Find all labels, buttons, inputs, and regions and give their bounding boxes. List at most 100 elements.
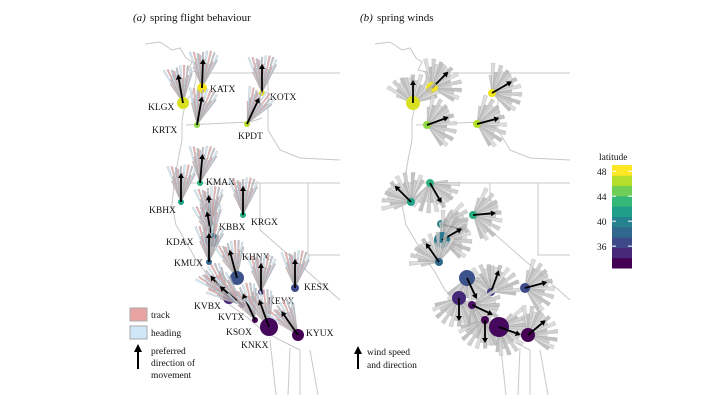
colorbar-segment	[612, 165, 632, 176]
preferred-direction-arrow	[258, 263, 264, 292]
wind-arrow	[491, 81, 512, 94]
panel-a-title: (a) spring flight behaviour	[133, 12, 251, 24]
map-boundary	[269, 339, 277, 396]
station-label: KESX	[304, 283, 329, 293]
wind-station-kesx	[520, 258, 555, 312]
map-boundary	[537, 183, 570, 256]
colorbar-gradient	[612, 165, 632, 269]
map-boundary	[144, 41, 197, 101]
rose-bar	[199, 155, 218, 184]
wind-arrow	[498, 326, 521, 336]
map-boundary	[539, 349, 549, 396]
station-label: KOTX	[270, 93, 297, 103]
wind-arrow	[466, 277, 478, 299]
heading-swatch	[129, 325, 148, 340]
colorbar-segment	[612, 195, 632, 207]
station-kmux: KMUX	[174, 224, 225, 269]
preferred-direction-arrow	[227, 249, 238, 279]
wind-arrow	[394, 185, 412, 203]
rose-bar	[491, 92, 512, 112]
wind-station-krgx	[469, 187, 503, 241]
wind-station-kpdt	[473, 94, 507, 148]
rose-bar	[260, 263, 276, 293]
station-label: KVTX	[218, 313, 245, 323]
colorbar-segment	[612, 257, 632, 269]
station-label: KYUX	[306, 329, 334, 339]
colorbar-tick-label: 36	[597, 243, 607, 253]
panel-a-prefix: (a)	[133, 12, 146, 24]
wind-arrow	[490, 270, 500, 293]
colorbar-segment	[612, 185, 632, 197]
wind-arrow	[482, 320, 488, 343]
station-label: KNKX	[241, 341, 269, 351]
wind-station-kmux	[408, 231, 457, 267]
colorbar-tick-label: 44	[597, 193, 607, 203]
preferred-direction-arrow	[175, 74, 184, 104]
rose-bar	[201, 59, 218, 89]
preferred-direction-arrow	[257, 299, 270, 328]
preferred-direction-arrow	[196, 96, 205, 126]
wind-arrow	[410, 80, 416, 103]
colorbar-segment	[612, 226, 632, 238]
arrow-legend-line2: direction of	[151, 358, 196, 369]
panel-b-title: (b) spring winds	[360, 12, 434, 24]
rose-bar	[460, 319, 486, 329]
rose-bar	[476, 123, 492, 147]
station-kesx: KESX	[280, 250, 329, 293]
station-krtx: KRTX	[152, 87, 218, 136]
map-boundary	[267, 73, 341, 161]
wind-arrow	[425, 243, 440, 263]
colorbar-tick-label: 48	[597, 168, 607, 178]
map-boundary	[171, 99, 301, 351]
preferred-direction-arrow	[206, 233, 212, 262]
rose-bar	[246, 103, 273, 125]
wind-station-kmax	[411, 179, 461, 214]
preferred-direction-arrow	[246, 97, 260, 125]
wind-arrow	[471, 304, 493, 316]
rose-bar	[438, 241, 457, 263]
station-label: KBHX	[149, 206, 176, 216]
station-label: KMUX	[174, 259, 203, 269]
rose-bar	[294, 259, 310, 289]
station-label: KRGX	[251, 218, 278, 228]
wind-arrow	[524, 280, 548, 289]
station-label: KATX	[210, 85, 235, 95]
map-boundary	[185, 117, 263, 126]
arrow-legend-line3: movement	[151, 371, 191, 381]
wind-station-kvtx	[466, 286, 501, 335]
wind-arrow	[472, 210, 496, 217]
station-krgx: KRGX	[228, 177, 278, 228]
station-label: KSOX	[226, 328, 252, 338]
rose-bar	[236, 246, 245, 279]
track-label: track	[151, 311, 170, 321]
rose-bar	[410, 179, 425, 203]
station-label: KVBX	[194, 302, 221, 312]
rose-bar	[261, 64, 277, 94]
wind-station-knkx	[489, 306, 527, 356]
rose-bar	[472, 214, 484, 240]
station-knkx: KNKX	[241, 289, 278, 351]
wind-legend-line2: and direction	[367, 361, 417, 371]
panel-b-legend: wind speed and direction	[354, 346, 417, 371]
colorbar-segment	[612, 175, 632, 187]
station-klgx: KLGX	[148, 64, 193, 113]
wind-arrow	[476, 116, 500, 125]
panel-a-legend: track heading preferred direction of mov…	[129, 307, 196, 381]
preferred-direction-arrow	[240, 186, 246, 215]
panel-b-prefix: (b)	[360, 12, 373, 24]
station-kotx: KOTX	[247, 55, 297, 103]
rose-bar	[242, 186, 258, 216]
map-boundary	[259, 183, 341, 301]
preferred-direction-arrow	[281, 311, 299, 336]
station-kpdt: KPDT	[238, 86, 275, 142]
rose-bar	[182, 72, 193, 104]
panel-b-stations	[381, 58, 559, 356]
station-label: KDAX	[166, 238, 194, 248]
wind-arrow	[429, 182, 442, 203]
wind-arrow	[426, 116, 449, 126]
station-label: KEYX	[268, 297, 295, 307]
wind-station-kbhx	[381, 172, 425, 211]
map-boundary	[309, 349, 319, 396]
colorbar-title: latitude	[599, 153, 628, 163]
